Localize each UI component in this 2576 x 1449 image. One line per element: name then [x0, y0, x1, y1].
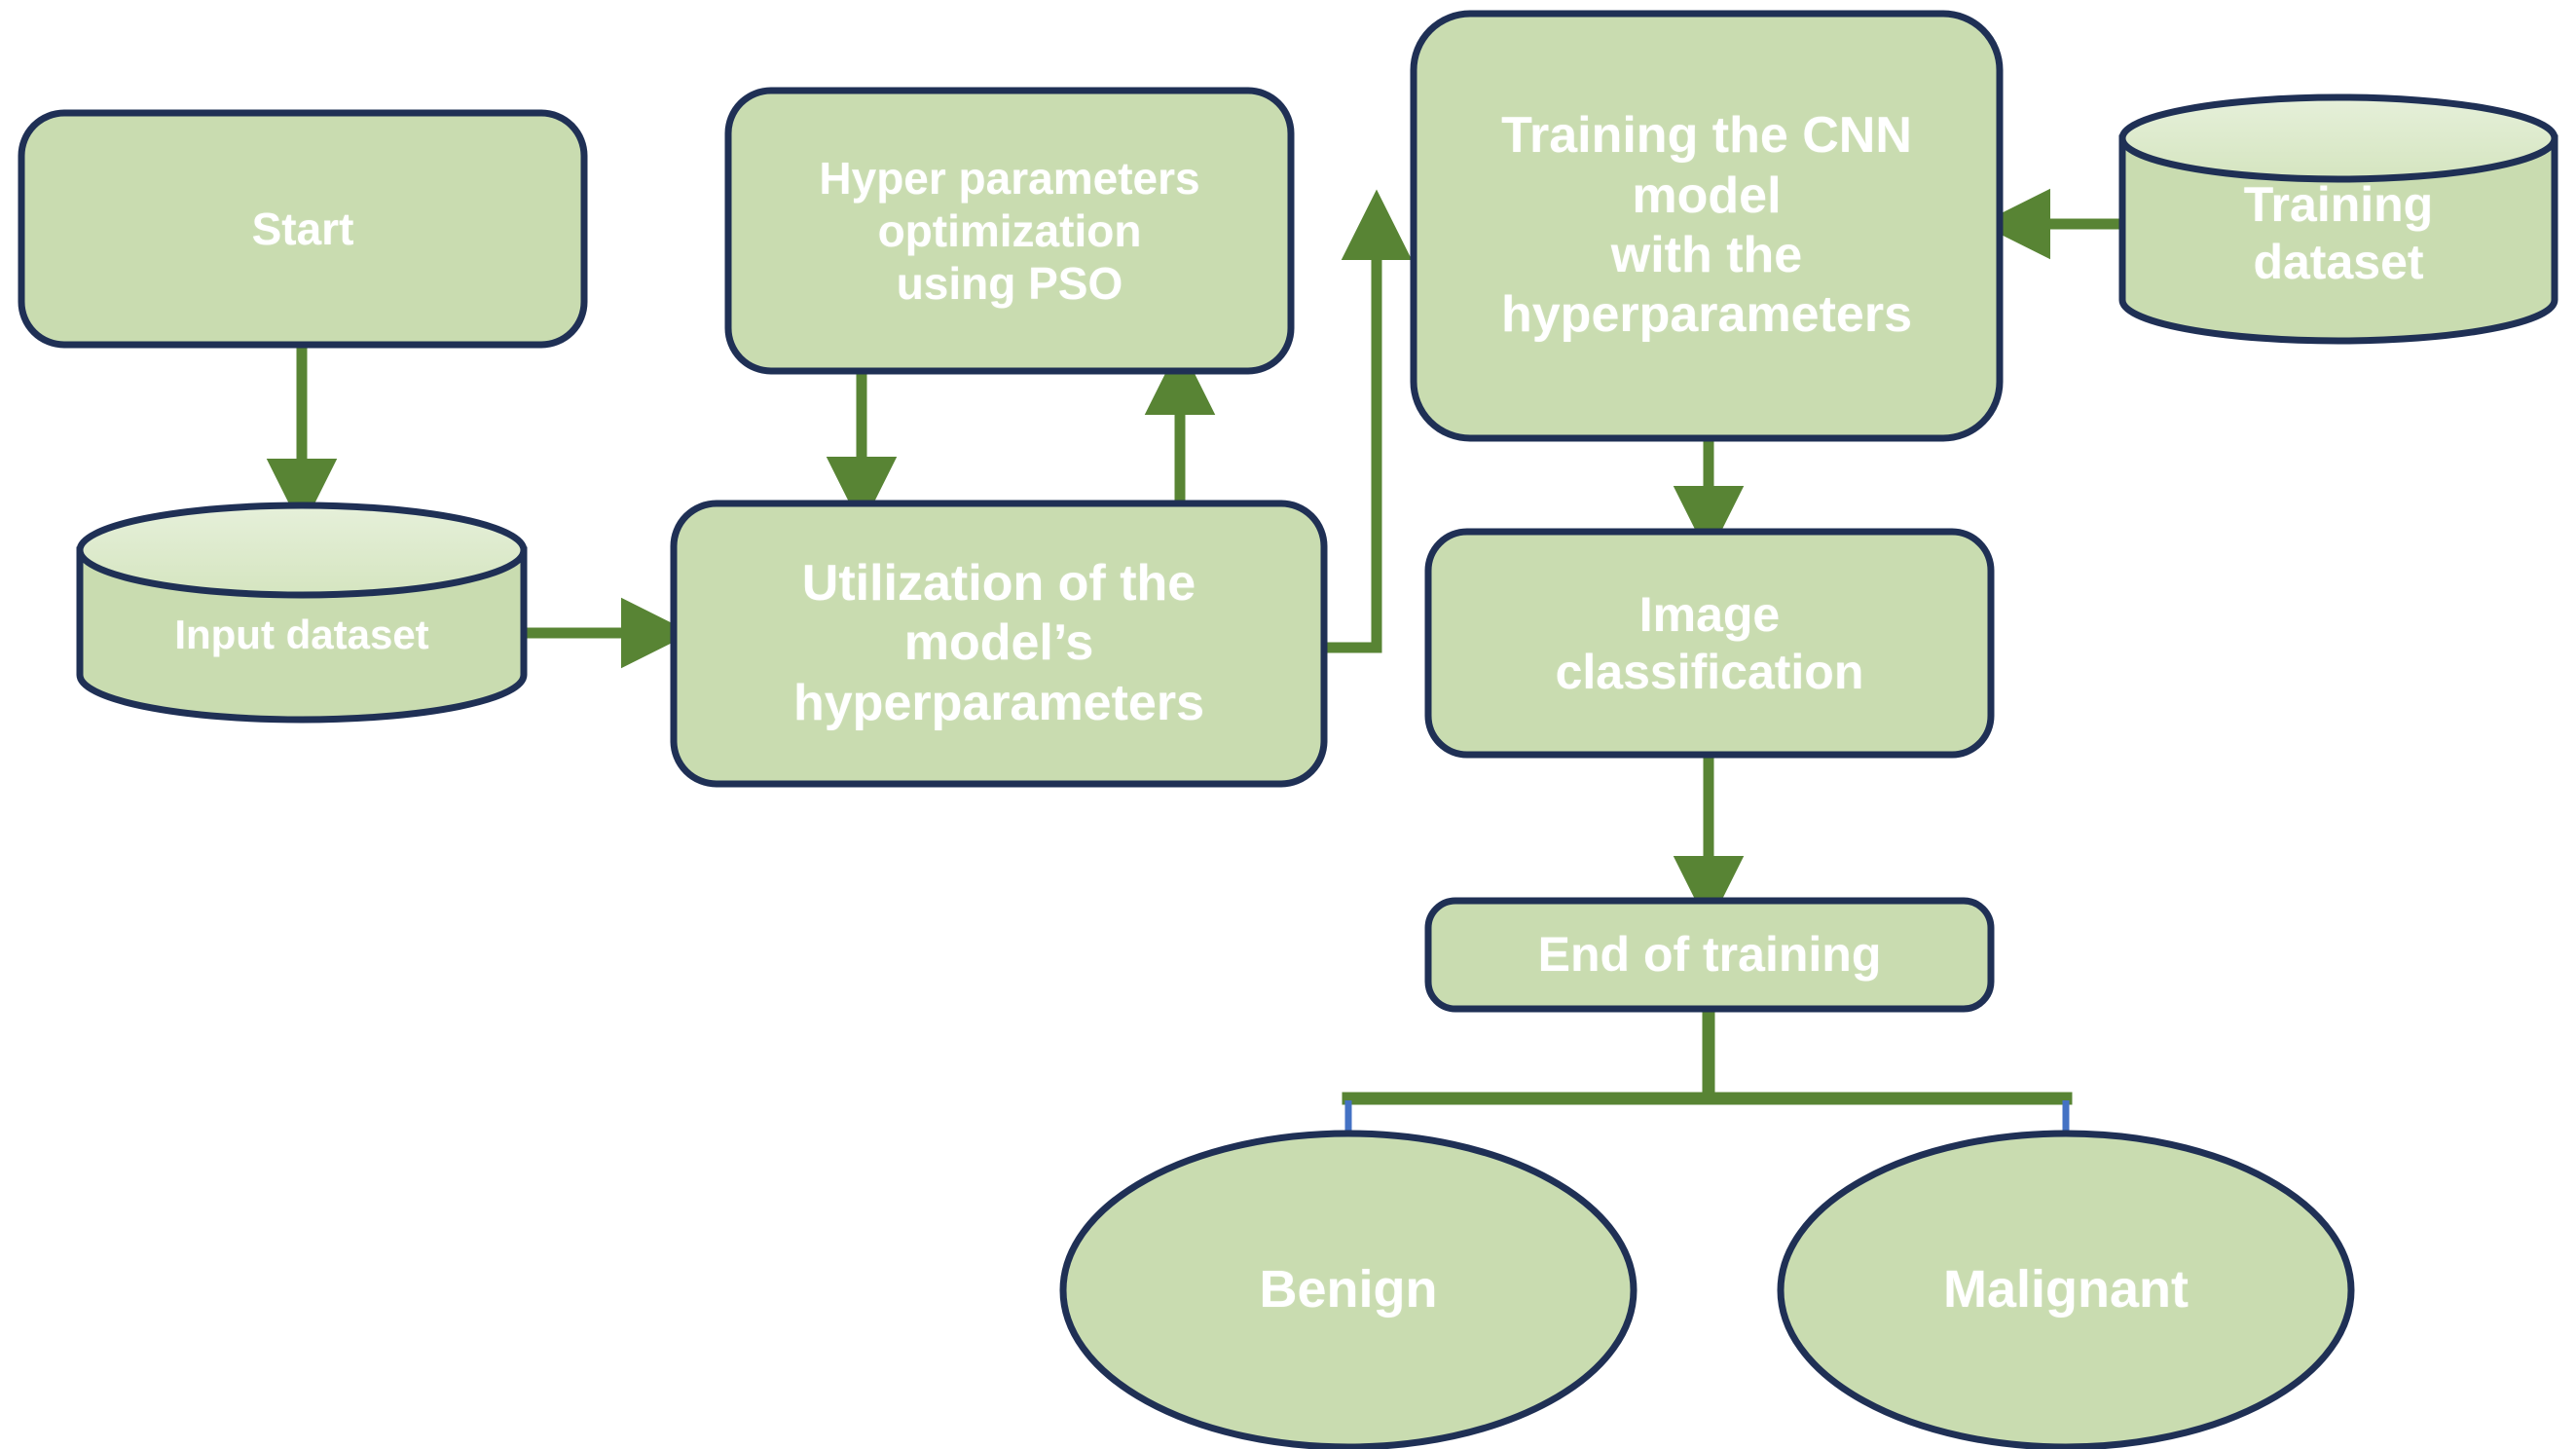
edge-end-of-training-bus [1342, 1001, 2073, 1105]
node-hyper-parameters-optimization-shape[interactable] [724, 87, 1295, 375]
node-image-classification[interactable] [1428, 532, 1991, 755]
node-training-the-cnn-model-shape[interactable] [1410, 10, 2004, 442]
node-input-dataset-shape[interactable] [76, 502, 528, 724]
node-image-classification-shape[interactable] [1424, 528, 1995, 759]
node-start-shape[interactable] [18, 109, 588, 349]
node-benign-shape[interactable] [1059, 1130, 1638, 1449]
node-utilization-of-model-hyperparameters-shape[interactable] [670, 500, 1328, 788]
node-utilization-of-model-hyperparameters[interactable] [674, 503, 1324, 784]
node-training-dataset[interactable] [2122, 97, 2555, 341]
node-benign[interactable] [1063, 1133, 1634, 1447]
node-hyper-parameters-optimization[interactable] [728, 91, 1291, 371]
node-training-the-cnn-model[interactable] [1414, 14, 2000, 438]
nodes-group [18, 10, 2558, 1449]
edge-utilization-to-training-cnn [1320, 189, 1413, 653]
node-end-of-training-shape[interactable] [1424, 897, 1995, 1013]
node-malignant-shape[interactable] [1777, 1130, 2355, 1449]
node-end-of-training[interactable] [1428, 901, 1991, 1009]
node-malignant[interactable] [1781, 1133, 2351, 1447]
node-training-dataset-shape[interactable] [2118, 93, 2558, 345]
node-input-dataset[interactable] [80, 505, 524, 720]
node-start[interactable] [21, 113, 584, 345]
edges-group [266, 188, 2120, 1213]
